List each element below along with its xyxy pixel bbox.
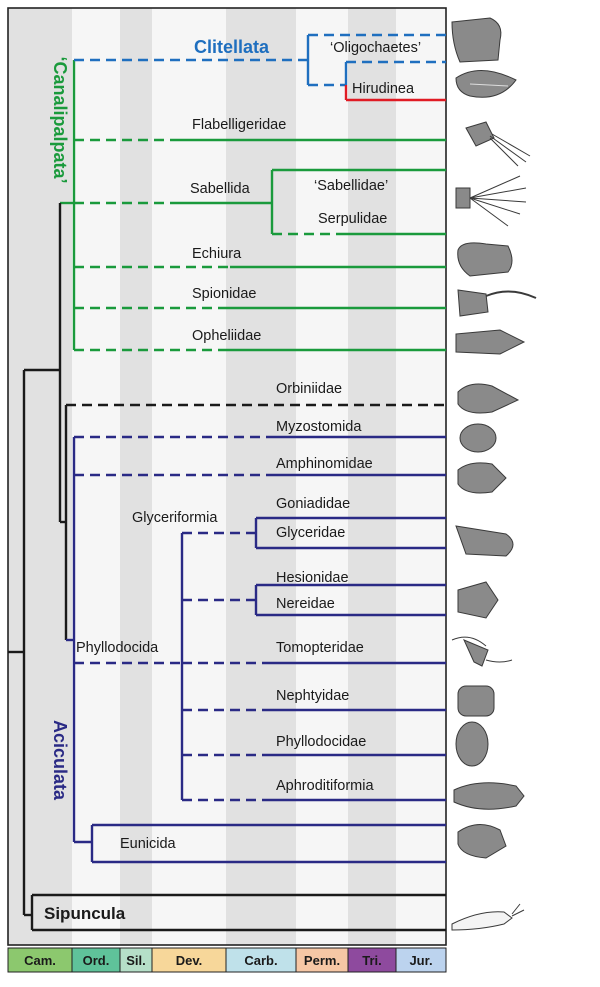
period-jurassic — [395, 947, 447, 973]
period-label-ordovician: Ord. — [83, 953, 110, 968]
period-label-jurassic: Jur. — [409, 953, 432, 968]
label-spionidae: Spionidae — [192, 286, 257, 302]
orbiniid-icon — [457, 383, 520, 414]
label-eunicida: Eunicida — [120, 836, 177, 852]
label-tomopteridae: Tomopteridae — [276, 640, 364, 656]
label-aphroditiformia: Aphroditiformia — [276, 778, 374, 794]
label-sabellida: Sabellida — [190, 181, 251, 197]
echiuran-icon — [457, 242, 513, 277]
clitellata-branches — [74, 33, 446, 87]
hirudinea-branch — [344, 85, 446, 102]
label-orbiniidae: Orbiniidae — [276, 381, 342, 397]
label-glyceridae: Glyceridae — [276, 525, 345, 541]
sipunculan-icon — [451, 903, 525, 931]
tomopterid-icon — [451, 636, 513, 667]
clade-label-aciculata: Aciculata — [50, 720, 70, 801]
clitellate-worm-icon — [451, 17, 502, 63]
period-label-silurian: Sil. — [126, 953, 146, 968]
period-ordovician — [71, 947, 121, 973]
period-cambrian — [7, 947, 73, 973]
label-phyllodocidae: Phyllodocidae — [276, 734, 366, 750]
label-serpulidae: Serpulidae — [318, 211, 387, 227]
period-label-permian: Perm. — [304, 953, 340, 968]
clade-label-clitellata: Clitellata — [194, 37, 270, 57]
geologic-time-bands — [8, 8, 446, 945]
period-silurian — [119, 947, 153, 973]
label-amphinomidae: Amphinomidae — [276, 456, 373, 472]
nereid-icon — [457, 581, 499, 619]
taxon-illustrations — [451, 17, 537, 931]
label-goniadidae: Goniadidae — [276, 496, 350, 512]
clade-label-canalipalpata: ‘Canalipalpata’ — [50, 56, 70, 183]
label-nereidae: Nereidae — [276, 596, 335, 612]
label-sabellidae: ‘Sabellidae’ — [314, 178, 388, 194]
sabellid-fan-worm-icon — [455, 175, 527, 227]
eunicid-icon — [457, 824, 507, 859]
myzostomid-icon — [459, 423, 497, 453]
label-opheliidae: Opheliidae — [192, 328, 261, 344]
nephtyid-icon — [457, 685, 495, 717]
canalipalpata-branches — [60, 60, 446, 352]
label-glyceriformia: Glyceriformia — [132, 510, 218, 526]
diagram-frame — [7, 7, 447, 946]
spionid-icon — [457, 289, 537, 317]
label-flabelligeridae: Flabelligeridae — [192, 117, 286, 133]
label-hesionidae: Hesionidae — [276, 570, 349, 586]
label-echiura: Echiura — [192, 246, 242, 262]
geologic-period-bar: Cam. Ord. Sil. Dev. Carb. Perm. Tri. Jur… — [7, 947, 447, 973]
phyllodocid-icon — [455, 721, 489, 767]
leech-icon — [455, 69, 517, 98]
aphroditiform-icon — [453, 782, 525, 810]
label-myzostomida: Myzostomida — [276, 419, 362, 435]
period-label-carboniferous: Carb. — [244, 953, 277, 968]
period-label-cambrian: Cam. — [24, 953, 56, 968]
opheliid-icon — [455, 329, 526, 355]
period-label-devonian: Dev. — [176, 953, 203, 968]
flabelligerid-icon — [465, 121, 531, 167]
label-sipuncula: Sipuncula — [44, 904, 126, 923]
backbone-branches — [8, 203, 446, 932]
taxon-labels: ‘Oligochaetes’ Hirudinea Flabelligeridae… — [44, 40, 421, 923]
label-phyllodocida: Phyllodocida — [76, 640, 159, 656]
label-hirudinea: Hirudinea — [352, 81, 415, 97]
label-nephtyidae: Nephtyidae — [276, 688, 349, 704]
glycerid-icon — [455, 525, 514, 557]
period-label-triassic: Tri. — [362, 953, 382, 968]
label-oligochaetes: ‘Oligochaetes’ — [330, 40, 421, 56]
amphinomid-icon — [457, 462, 507, 494]
